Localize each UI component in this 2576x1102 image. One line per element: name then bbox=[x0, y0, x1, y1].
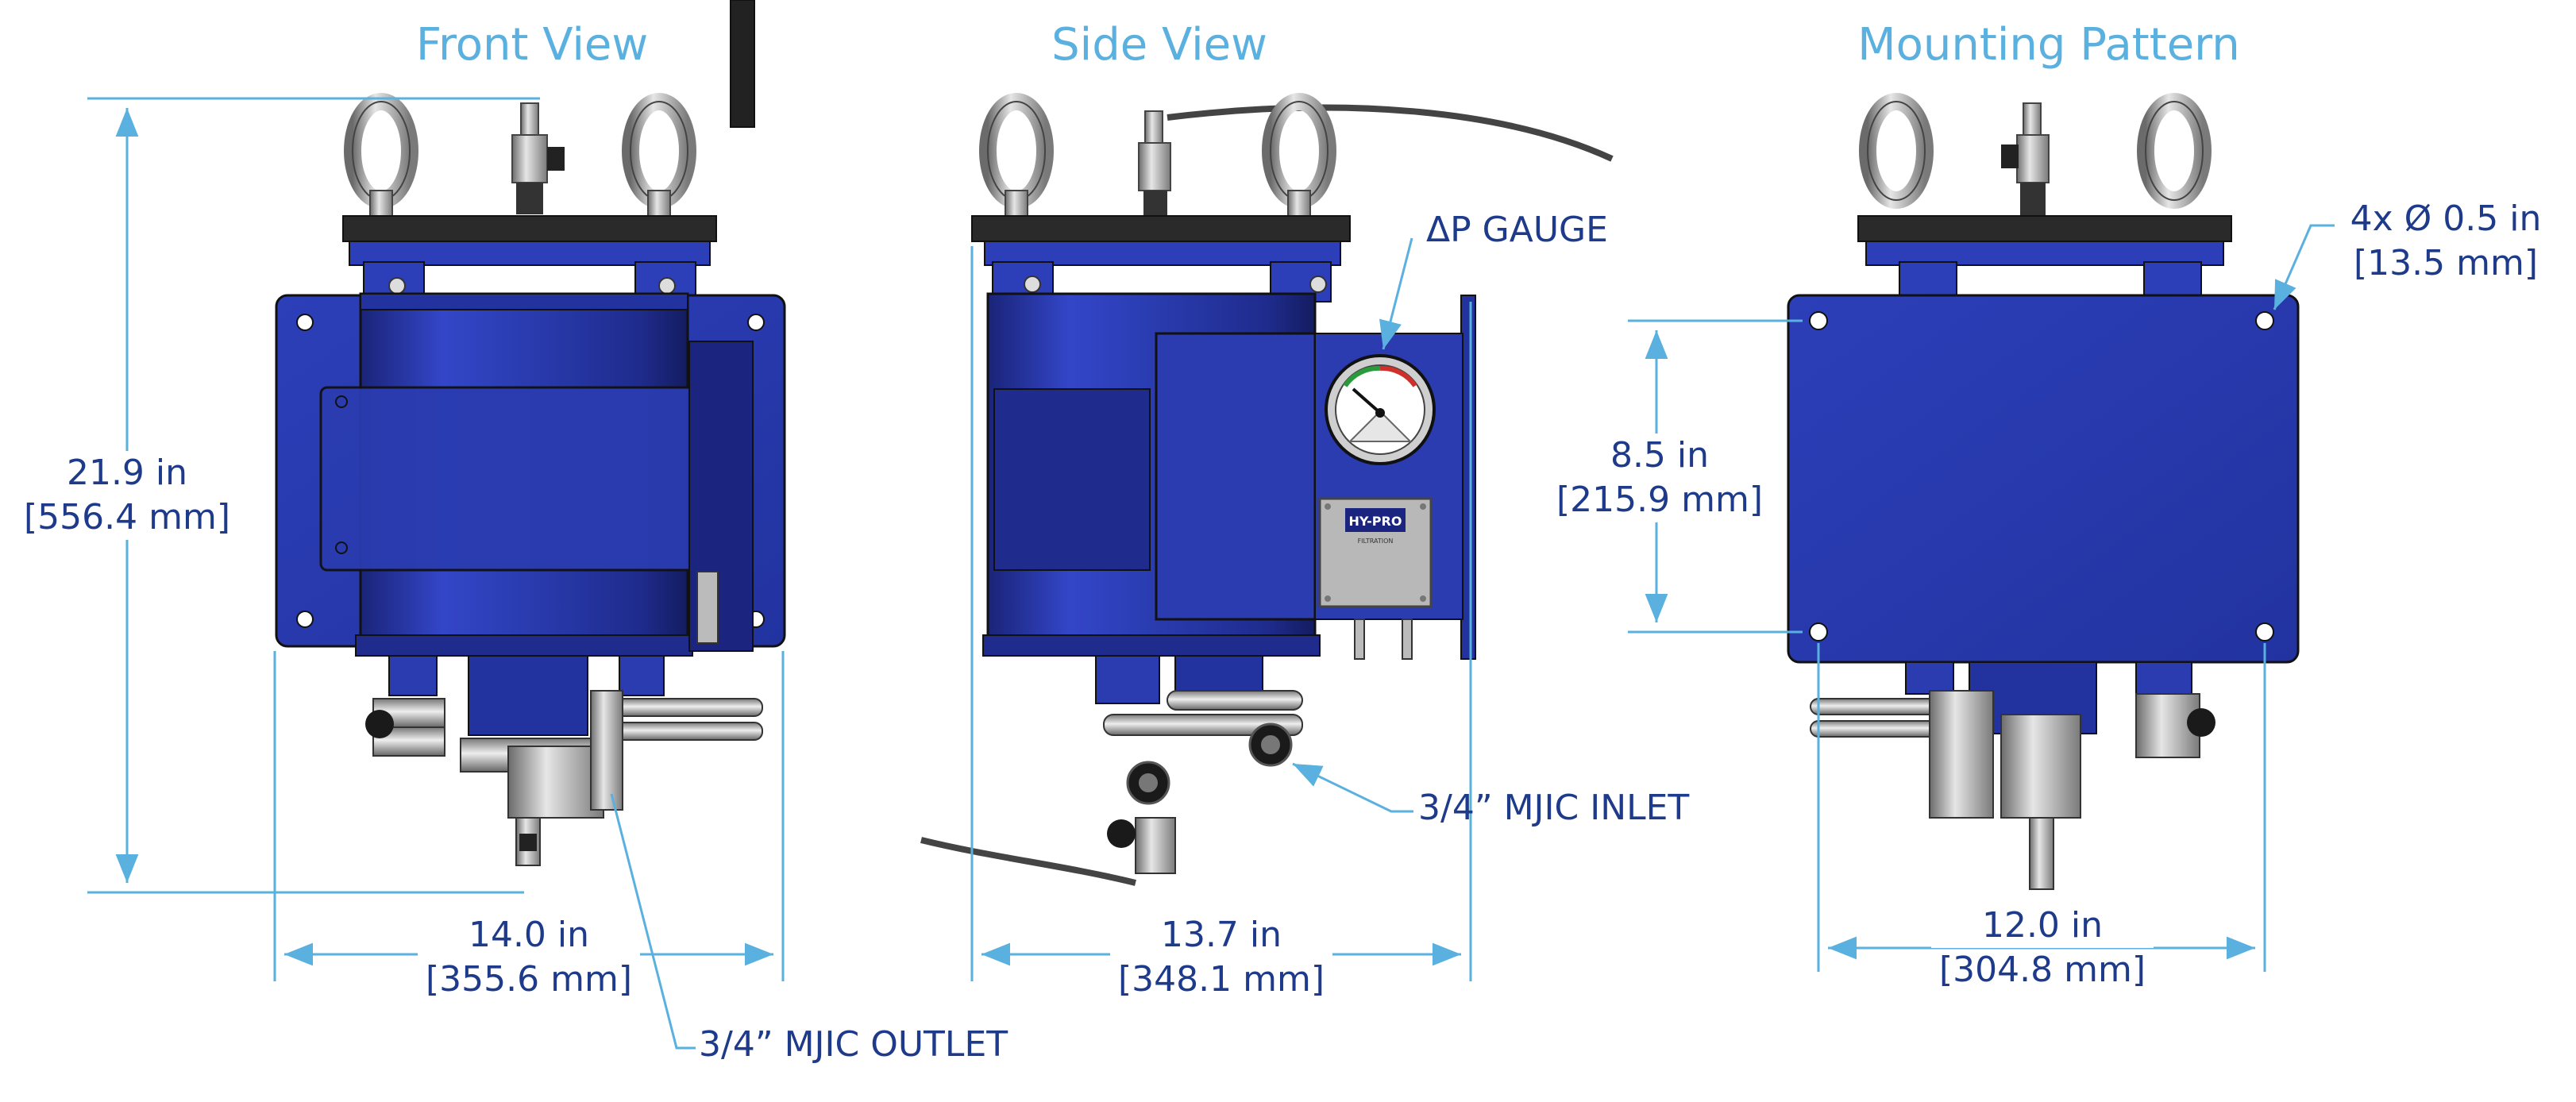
mount-width-in: 12.0 in bbox=[1931, 904, 2154, 948]
inlet-callout: 3/4” MJIC INLET bbox=[1418, 788, 1690, 828]
height-mm: [556.4 mm] bbox=[23, 497, 230, 538]
mount-hole-tl bbox=[1809, 311, 1828, 330]
mount-height-dimension-label: 8.5 in [215.9 mm] bbox=[1548, 433, 1771, 522]
front-view-title: Front View bbox=[415, 19, 649, 71]
hole-dimension-label: 4x Ø 0.5 in [13.5 mm] bbox=[2327, 197, 2565, 286]
mounting-pattern-title: Mounting Pattern bbox=[1857, 19, 2240, 71]
height-in: 21.9 in bbox=[66, 453, 188, 493]
mount-hole-tr bbox=[2255, 311, 2274, 330]
hole-mm: [13.5 mm] bbox=[2353, 243, 2538, 283]
height-dimension-label: 21.9 in [556.4 mm] bbox=[16, 451, 238, 540]
dp-gauge bbox=[1325, 354, 1436, 465]
lifting-eye-left bbox=[344, 93, 418, 223]
svg-text:HY-PRO: HY-PRO bbox=[1349, 514, 1402, 529]
side-view-title: Side View bbox=[1051, 19, 1267, 71]
mounting-plate-back bbox=[1787, 294, 2300, 664]
lid-plate bbox=[342, 215, 717, 242]
mount-width-mm: [304.8 mm] bbox=[1938, 950, 2146, 990]
dimension-lines bbox=[87, 97, 2335, 1050]
front-width-in: 14.0 in bbox=[418, 913, 640, 958]
lifting-eye-right bbox=[622, 93, 696, 223]
side-width-mm: [348.1 mm] bbox=[1117, 959, 1325, 1000]
front-width-dimension-label: 14.0 in [355.6 mm] bbox=[418, 913, 640, 1002]
side-view-drawing: HY-PRO FILTRATION bbox=[920, 93, 1614, 886]
front-view-drawing bbox=[275, 0, 786, 866]
hole-in: 4x Ø 0.5 in bbox=[2350, 198, 2542, 239]
side-width-in: 13.7 in bbox=[1110, 913, 1332, 958]
vent-valve bbox=[511, 102, 565, 214]
mount-hole-bl bbox=[1809, 622, 1828, 642]
dp-gauge-callout: ΔP GAUGE bbox=[1426, 210, 1608, 250]
front-width-mm: [355.6 mm] bbox=[425, 959, 632, 1000]
side-width-dimension-label: 13.7 in [348.1 mm] bbox=[1110, 913, 1332, 1002]
outlet-callout: 3/4” MJIC OUTLET bbox=[699, 1024, 1008, 1065]
mounting-pattern-drawing bbox=[1787, 93, 2300, 890]
mount-hole-br bbox=[2255, 622, 2274, 642]
mount-height-mm: [215.9 mm] bbox=[1556, 480, 1763, 520]
svg-text:FILTRATION: FILTRATION bbox=[1358, 538, 1394, 545]
mount-height-in: 8.5 in bbox=[1610, 435, 1710, 476]
hy-pro-data-plate: HY-PRO FILTRATION bbox=[1318, 497, 1433, 608]
mount-width-dimension-label: 12.0 in [304.8 mm] bbox=[1931, 904, 2154, 992]
